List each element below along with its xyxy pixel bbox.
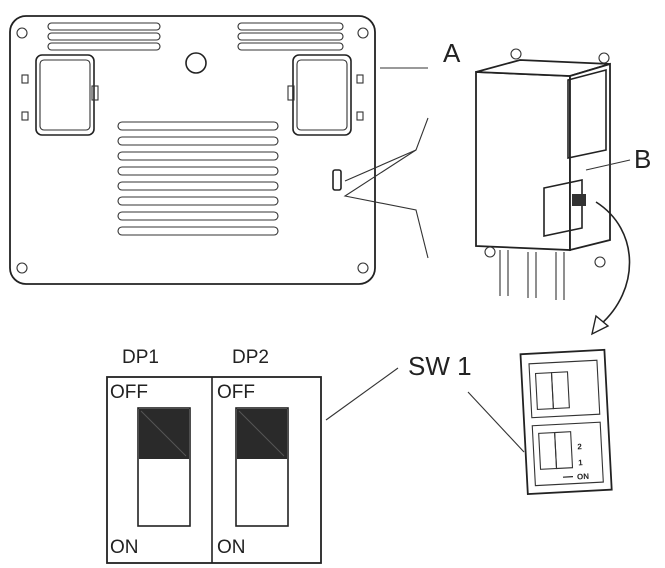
dip-switch-frame [106,376,322,564]
side-tab [356,74,364,84]
switch-detail: 2 1 ON [519,348,613,495]
dp2-off-label: OFF [217,382,255,403]
detail-digit-1: 1 [578,458,583,467]
dp2-on-label: ON [217,537,246,558]
side-tab [356,111,364,121]
upper-module [567,68,607,159]
upper-switch-block [528,359,601,419]
center-hole [185,52,207,74]
mount-hole-bottom-left [16,262,28,274]
callout-sw1: SW 1 [408,351,472,381]
switch-cover [543,179,583,237]
callout-b: B [634,144,651,174]
arrow-icon [562,476,574,478]
mount-hole-bottom-right [357,262,369,274]
dp2-housing [235,407,289,527]
zoom-arrow [590,201,631,336]
right-mount-bracket [287,54,352,136]
back-panel-outline [9,15,376,285]
switch-access-slot [332,169,342,191]
sw1-leader-left [325,367,399,421]
dp1-label: DP1 [122,347,159,368]
lower-switch-block [531,421,604,487]
callout-a: A [443,38,461,68]
switch-detail-frame [519,348,613,495]
dip-switch-dp2[interactable] [235,407,289,527]
top-right-vents [237,22,344,51]
control-box [475,48,611,300]
dip-switch-panel: DP1 DP2 OFF OFF ON ON [106,347,322,564]
dp1-off-label: OFF [110,382,148,403]
detail-on-mark: ON [577,472,590,482]
switch-sw1-small [572,194,586,206]
bottom-vents [117,121,279,236]
side-tab [21,74,29,84]
control-box-front [475,71,571,251]
leader-lines [343,67,429,259]
dp2-label: DP2 [232,347,269,368]
detail-digit-2: 2 [577,442,582,451]
sw1-leader-right [467,391,525,453]
dip-switch-dp1[interactable] [137,407,191,527]
back-panel [9,15,376,285]
dp1-on-label: ON [110,537,139,558]
dp1-housing [137,407,191,527]
side-tab [21,111,29,121]
left-mount-bracket [35,54,99,136]
top-left-vents [47,22,161,51]
mount-hole-top-right [357,27,369,39]
mount-hole-top-left [16,27,28,39]
